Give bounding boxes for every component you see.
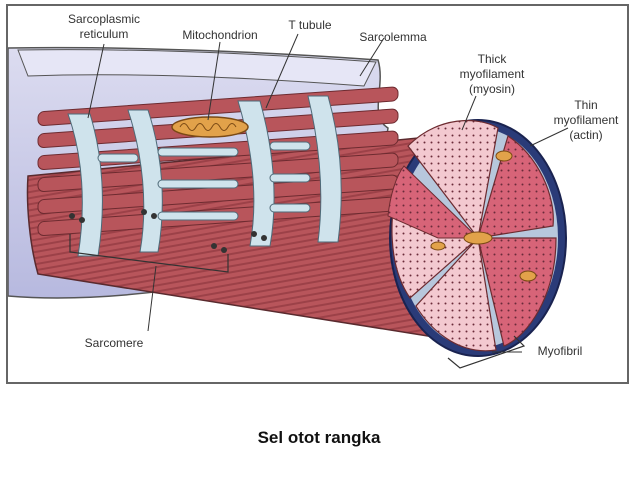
- diagram-frame: Sarcoplasmic reticulum Mitochondrion T t…: [6, 4, 629, 384]
- cross-section: [387, 119, 567, 357]
- label-sarcoplasmic-reticulum: Sarcoplasmic reticulum: [67, 12, 141, 41]
- leader-lines: [87, 33, 569, 353]
- myofibril-wedge: [415, 236, 497, 352]
- myofibril-wedge: [477, 237, 557, 347]
- myofibril-bracket: [447, 335, 526, 369]
- myofibril-wedge: [407, 119, 499, 240]
- muscle-fiber-illustration: [8, 33, 569, 369]
- label-mitochondrion: Mitochondrion: [182, 28, 258, 42]
- label-sarcolemma: Sarcolemma: [359, 30, 427, 44]
- myofibril-wedge: [387, 165, 480, 239]
- label-thin-myofilament: Thin myofilament (actin): [553, 98, 619, 142]
- sarcomere-bracket: [69, 234, 229, 273]
- label-sarcomere: Sarcomere: [84, 336, 144, 350]
- mitochondrion: [171, 116, 249, 138]
- cross-section-mitochondria: [430, 150, 537, 282]
- label-t-tubule: T tubule: [288, 18, 332, 32]
- sarcolemma-top-flap: [17, 49, 377, 87]
- label-myofibril: Myofibril: [537, 344, 583, 358]
- t-tubule-openings: [69, 209, 267, 253]
- label-thick-myofilament: Thick myofilament (myosin): [459, 52, 525, 96]
- myofibril-wedge: [477, 135, 554, 239]
- figure-caption: Sel otot rangka: [257, 428, 381, 447]
